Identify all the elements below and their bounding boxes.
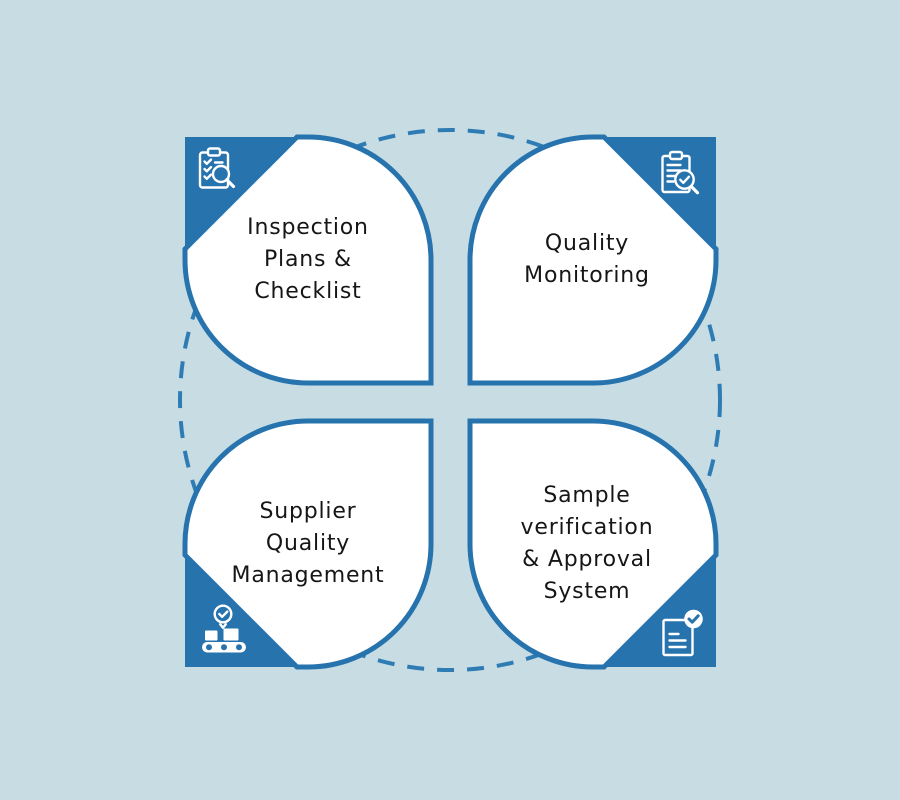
petal-body [182,134,434,386]
corner-triangle [604,137,716,249]
petal-label: Supplier Quality Management [231,499,385,588]
petal-label: Inspection Plans & Checklist [247,215,369,304]
quadrant-sample-verification-approval: Sample verification & Approval System [467,418,719,670]
document-approved-icon [662,609,703,657]
conveyor-check-icon [202,604,246,653]
corner-triangle [604,555,716,667]
petal-label: Quality Monitoring [524,231,650,288]
clipboard-verify-icon [661,150,700,195]
quadrant-supplier-quality-management: Supplier Quality Management [182,418,434,670]
corner-triangle [185,137,297,249]
quadrant-inspection-plans-checklist: Inspection Plans & Checklist [182,134,434,386]
quadrant-quality-monitoring: Quality Monitoring [467,134,719,386]
petal-shape [182,134,434,386]
petal-body [467,134,719,386]
petal-label: Sample verification & Approval System [520,483,654,604]
petal-shape [467,418,719,670]
petal-shape [467,134,719,386]
clipboard-search-icon [198,147,236,189]
